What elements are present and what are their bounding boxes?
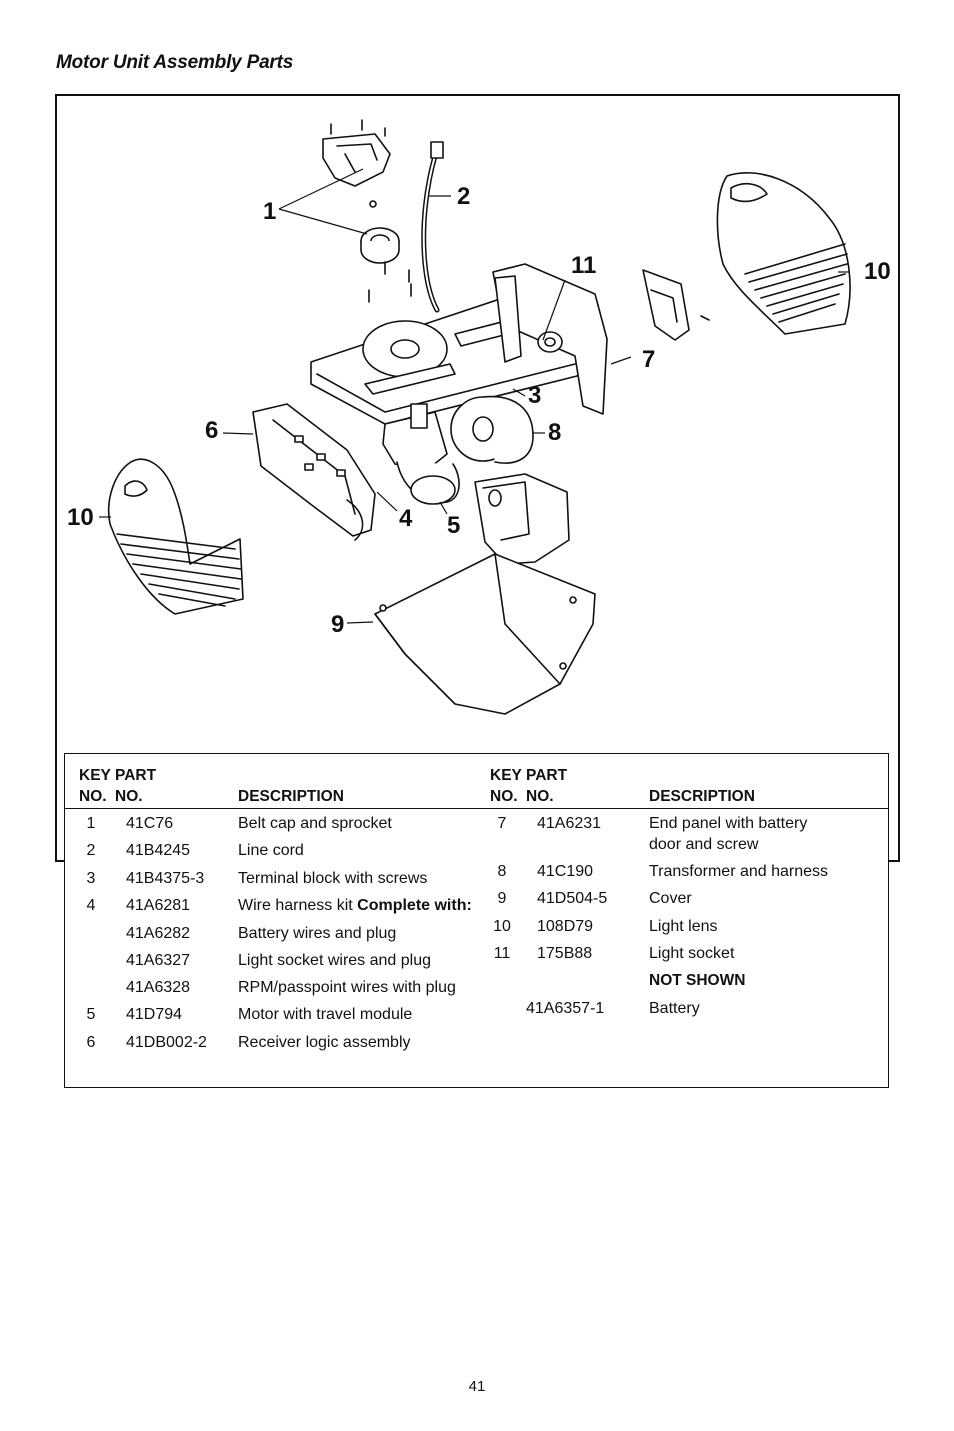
row-desc: Cover	[649, 890, 692, 907]
callout-8: 8	[548, 419, 562, 446]
row-desc: Light socket	[649, 945, 735, 962]
callout-10-right: 10	[864, 258, 891, 285]
row-desc: Light lens	[649, 918, 718, 935]
row-key: 11	[493, 945, 511, 962]
callout-4: 4	[399, 505, 413, 532]
callout-6: 6	[205, 417, 219, 444]
belt-cap-drawing	[322, 119, 391, 187]
row-part: 41DB002-2	[126, 1034, 207, 1051]
callout-5: 5	[447, 512, 461, 539]
callout-2: 2	[457, 183, 471, 210]
row-part: 175B88	[537, 945, 593, 962]
callout-7: 7	[642, 346, 656, 373]
light-lens-left-drawing	[107, 458, 244, 615]
row-part: 41D794	[126, 1006, 183, 1023]
row-key: 5	[86, 1006, 96, 1023]
row-part: 108D79	[537, 918, 594, 935]
row-desc: Receiver logic assembly	[238, 1034, 411, 1051]
complete-with-label: Complete with:	[357, 897, 472, 914]
callout-1: 1	[263, 198, 277, 225]
header-divider	[65, 808, 888, 809]
header-key-left: KEY NO.	[79, 767, 111, 805]
row-desc: Line cord	[238, 842, 304, 859]
row-desc: Light socket wires and plug	[238, 952, 431, 969]
row-key: 4	[86, 897, 96, 914]
end-panel-drawing	[642, 269, 710, 341]
sprocket-drawing	[360, 200, 412, 303]
row-key: 3	[86, 870, 96, 887]
callout-11: 11	[571, 252, 597, 279]
header-part-right: PART NO.	[526, 767, 568, 805]
row-key: 10	[493, 918, 511, 935]
row-desc: Terminal block with screws	[238, 870, 428, 887]
page-title: Motor Unit Assembly Parts	[56, 52, 294, 73]
row-key: 7	[497, 815, 507, 832]
row-desc-continued: door and screw	[649, 836, 759, 853]
row-desc: RPM/passpoint wires with plug	[238, 979, 456, 996]
line-cord-drawing	[421, 141, 444, 313]
row-desc: Motor with travel module	[238, 1006, 413, 1023]
header-description-right: DESCRIPTION	[649, 788, 755, 805]
row-part: 41A6327	[126, 952, 191, 969]
header-key-right: KEY NO.	[490, 767, 522, 805]
row-part: 41B4375-3	[126, 870, 205, 887]
row-part: 41C190	[537, 863, 594, 880]
row-part: 41B4245	[126, 842, 191, 859]
exploded-view-diagram	[99, 119, 851, 715]
row-part: 41A6281	[126, 897, 191, 914]
row-part: 41A6328	[126, 979, 191, 996]
leader-lines	[99, 168, 849, 624]
row-part: 41D504-5	[537, 890, 608, 907]
row-key: 1	[86, 815, 96, 832]
socket-housing-drawing	[474, 473, 570, 565]
callout-9: 9	[331, 611, 345, 638]
row-desc: Battery	[649, 1000, 700, 1017]
row-desc: End panel with battery	[649, 815, 808, 832]
motor-drawing	[382, 403, 460, 505]
not-shown-label: NOT SHOWN	[649, 972, 746, 989]
light-lens-right-drawing	[716, 172, 851, 335]
header-part-left: PART NO.	[115, 767, 157, 805]
transformer-drawing	[450, 395, 534, 464]
callout-10-left: 10	[67, 504, 94, 531]
row-key: 8	[497, 863, 507, 880]
row-part: 41A6357-1	[526, 1000, 605, 1017]
header-description-left: DESCRIPTION	[238, 788, 344, 805]
row-key: 9	[497, 890, 507, 907]
row-part: 41C76	[126, 815, 174, 832]
row-desc: Battery wires and plug	[238, 925, 397, 942]
row-desc: Belt cap and sprocket	[238, 815, 392, 832]
row-part: 41A6231	[537, 815, 602, 832]
row-key: 6	[86, 1034, 96, 1051]
row-desc: Wire harness kit Complete with:	[238, 897, 472, 914]
parts-table: KEY NO. PART NO. DESCRIPTION KEY NO. PAR…	[64, 753, 889, 1088]
light-socket-bracket-drawing	[492, 263, 608, 415]
callout-3: 3	[528, 382, 542, 409]
logic-board-drawing	[252, 403, 376, 541]
row-part: 41A6282	[126, 925, 191, 942]
cover-drawing	[374, 553, 596, 715]
row-key: 2	[86, 842, 96, 859]
row-desc: Transformer and harness	[649, 863, 829, 880]
page-number: 41	[468, 1378, 486, 1395]
